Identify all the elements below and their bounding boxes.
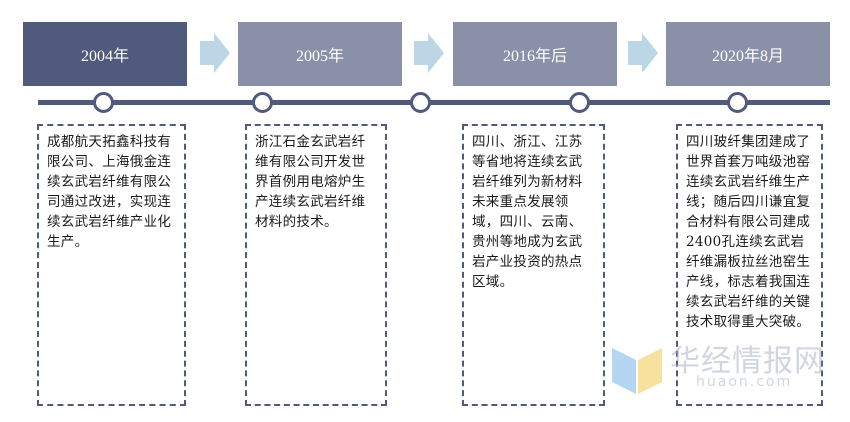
timeline-node — [569, 92, 590, 113]
milestone-box-2016: 四川、浙江、江苏等省地将连续玄武岩纤维列为新材料未来重点发展领域，四川、云南、贵… — [462, 124, 605, 406]
timeline-node — [410, 92, 431, 113]
milestone-box-2005: 浙江石金玄武岩纤维有限公司开发世界首例用电熔炉生产连续玄武岩纤维材料的技术。 — [245, 124, 387, 406]
arrow-right-icon — [628, 33, 658, 73]
year-header-2016: 2016年后 — [453, 22, 617, 86]
year-label: 2005年 — [295, 48, 344, 65]
milestone-description: 浙江石金玄武岩纤维有限公司开发世界首例用电熔炉生产连续玄武岩纤维材料的技术。 — [255, 134, 366, 230]
milestone-description: 四川、浙江、江苏等省地将连续玄武岩纤维列为新材料未来重点发展领域，四川、云南、贵… — [472, 134, 583, 290]
year-label: 2020年8月 — [711, 48, 784, 65]
year-header-2020: 2020年8月 — [666, 22, 830, 86]
milestone-box-2020: 四川玻纤集团建成了世界首套万吨级池窑连续玄武岩纤维生产线；随后四川谦宜复合材料有… — [676, 124, 823, 406]
year-label: 2004年 — [80, 48, 129, 65]
year-header-2005: 2005年 — [238, 22, 402, 86]
milestone-description: 四川玻纤集团建成了世界首套万吨级池窑连续玄武岩纤维生产线；随后四川谦宜复合材料有… — [686, 134, 811, 330]
timeline-line — [38, 100, 830, 105]
watermark-logo-icon — [612, 348, 662, 394]
year-header-2004: 2004年 — [23, 22, 187, 86]
milestone-description: 成都航天拓鑫科技有限公司、上海俄金连续玄武岩纤维有限公司通过改进，实现连续玄武岩… — [47, 134, 172, 250]
arrow-right-icon — [414, 33, 444, 73]
timeline-node — [727, 92, 748, 113]
arrow-right-icon — [200, 33, 230, 73]
milestone-box-2004: 成都航天拓鑫科技有限公司、上海俄金连续玄武岩纤维有限公司通过改进，实现连续玄武岩… — [37, 124, 186, 406]
timeline-node — [252, 92, 273, 113]
year-label: 2016年后 — [502, 48, 567, 65]
timeline-node — [93, 92, 114, 113]
